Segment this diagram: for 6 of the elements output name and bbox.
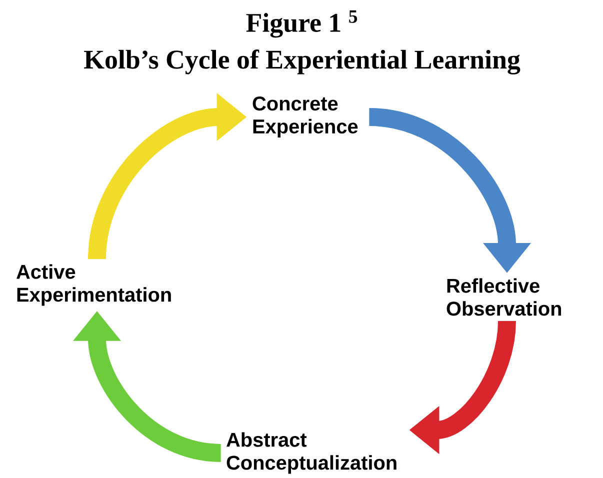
title: Figure 1 $^{5}$ [246, 10, 358, 38]
stage-label: Concrete Experience [252, 96, 358, 138]
stage-label: Active Experimentation [16, 264, 171, 306]
stage-label: Abstract Conceptualization [226, 432, 396, 474]
stage-label: Reflective Observation [446, 278, 562, 316]
subtitle: Kolb’s Cycle of Experiential Learning [84, 50, 520, 74]
